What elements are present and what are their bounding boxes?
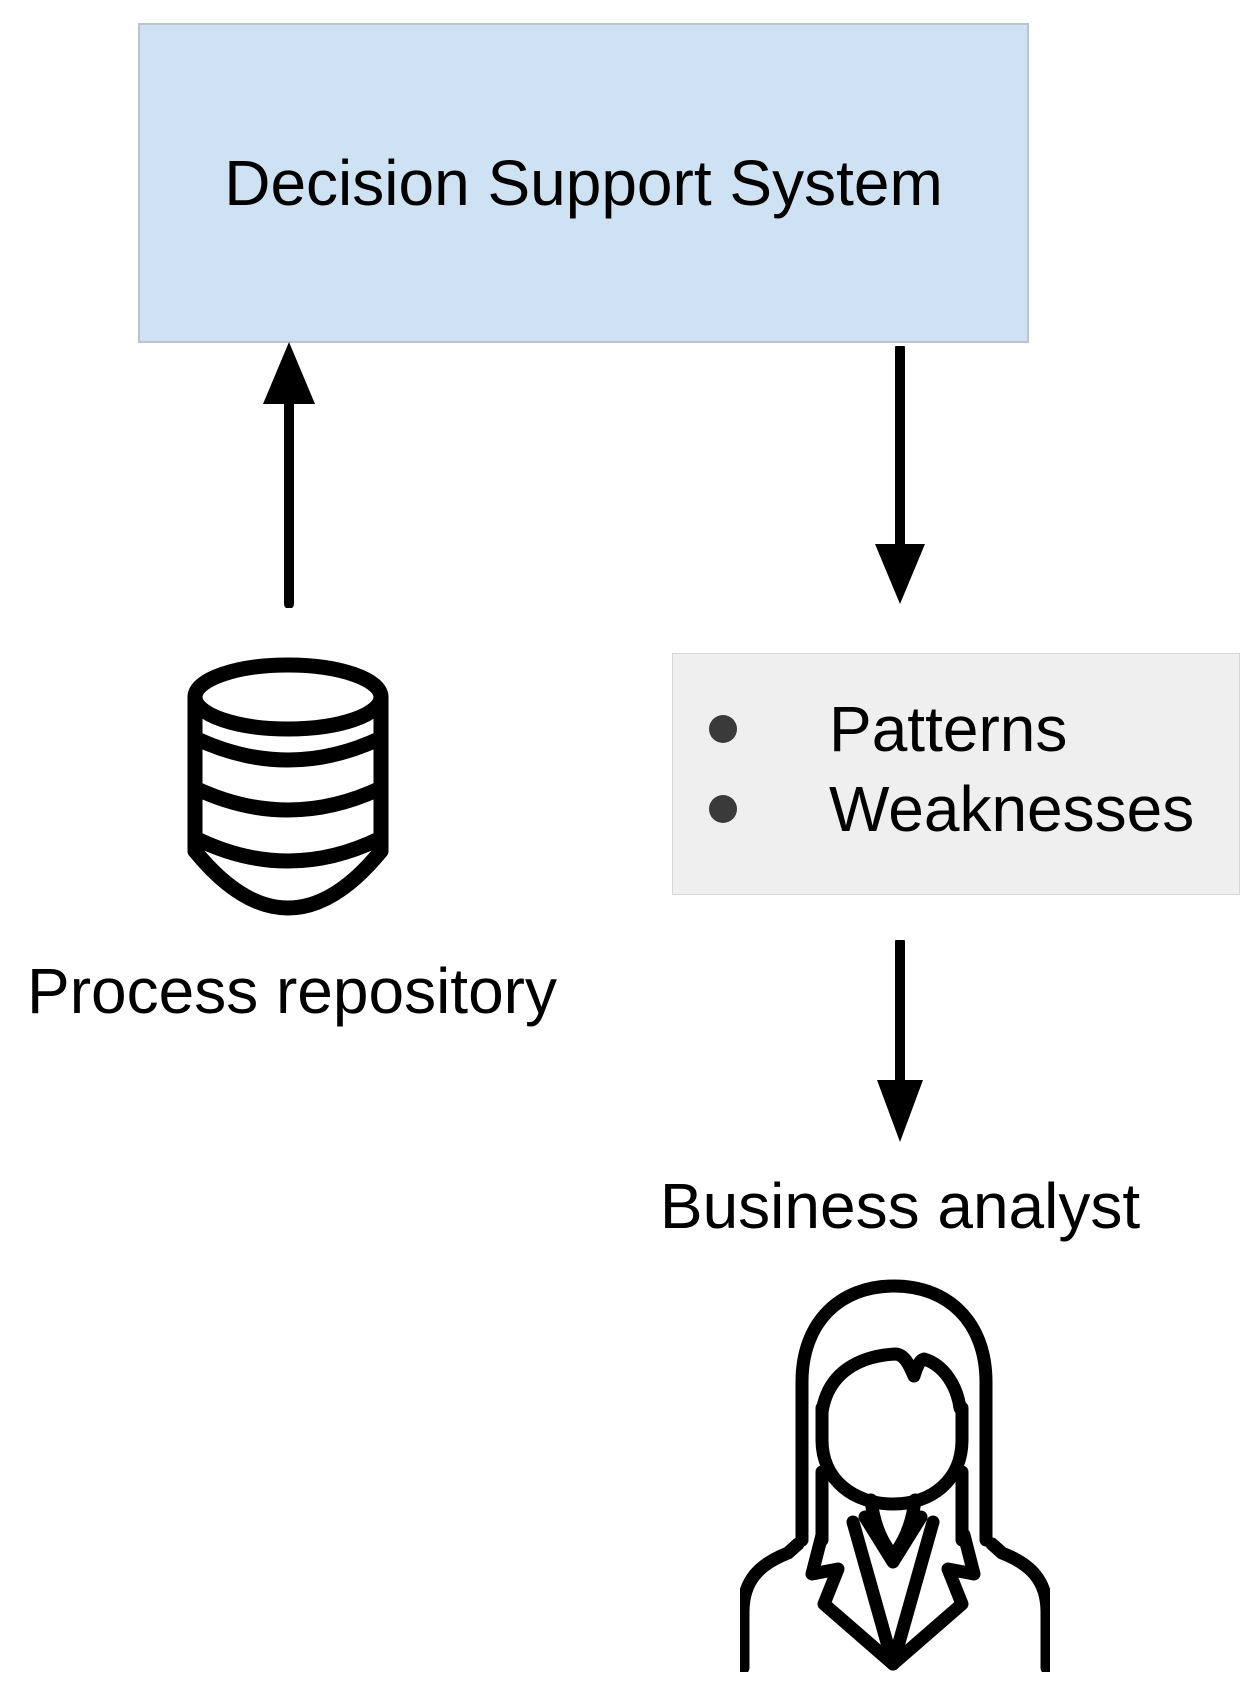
decision-support-system-box: Decision Support System xyxy=(138,23,1029,343)
bullet-label-weaknesses: Weaknesses xyxy=(829,773,1195,845)
outputs-box: Patterns Weaknesses xyxy=(672,653,1240,895)
process-repository-label: Process repository xyxy=(27,955,557,1027)
database-icon xyxy=(187,657,389,916)
arrow-up-icon xyxy=(263,342,315,608)
arrow-down-icon xyxy=(875,346,925,604)
decision-support-system-label: Decision Support System xyxy=(224,147,943,219)
bullet-label-patterns: Patterns xyxy=(829,693,1068,765)
bullet-item-weaknesses: Weaknesses xyxy=(673,769,1239,849)
bullet-dot xyxy=(709,795,737,823)
business-analyst-label: Business analyst xyxy=(659,1170,1141,1242)
bullet-dot xyxy=(709,715,737,743)
arrow-down-icon xyxy=(877,940,923,1142)
bullet-item-patterns: Patterns xyxy=(673,689,1239,769)
business-analyst-icon xyxy=(740,1279,1050,1672)
